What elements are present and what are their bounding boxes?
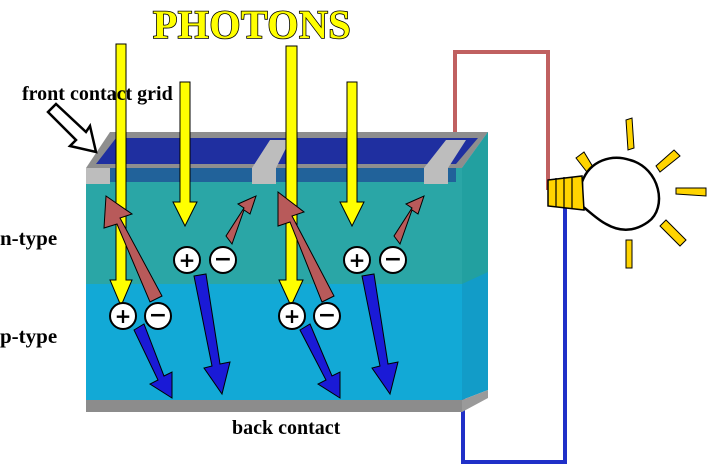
charge-pair: + − [343,246,407,274]
p-type-label: p-type [0,324,57,348]
light-ray [659,219,687,247]
photon-arrow [339,81,365,228]
front-contact-finger [252,168,276,184]
light-ray [625,117,635,151]
front-contact-finger [86,168,110,184]
charge-pairs: + − + − + − + − [109,246,407,330]
hole-charge [109,302,137,330]
electron-arrow [193,273,231,396]
hole-charge [278,302,306,330]
svg-text:−: − [318,303,336,328]
back-contact-label: back contact [232,417,341,439]
charge-pair: + − [109,302,172,330]
hole-arrow [225,195,257,246]
electron-charge [144,302,172,330]
light-ray [625,239,633,269]
electron-charge [209,246,237,274]
electron-arrow [361,273,399,396]
hole-charge [343,246,371,274]
front-contact-label: front contact grid [22,83,173,105]
light-ray [675,187,707,197]
light-bulb-icon [547,117,707,269]
wire-positive [453,50,550,190]
hole-arrow [277,190,335,303]
photons-title: PHOTONS [153,2,351,47]
photon-arrow [278,45,304,308]
electron-charge [313,302,341,330]
hole-arrow [103,195,163,303]
electron-charge [379,246,407,274]
photon-arrow [172,81,198,228]
charge-pair: + − [278,302,341,330]
photon-arrows [109,43,365,308]
electron-arrow [299,323,341,399]
electron-arrow [133,323,173,399]
hole-arrows [103,190,425,303]
light-ray [655,149,681,173]
bulb-glass [580,156,661,231]
arrow-pointer-icon [46,102,98,154]
svg-text:+: + [115,304,132,328]
hole-charge [173,246,201,274]
electron-arrows [133,273,399,399]
hole-arrow [393,195,425,246]
svg-text:+: + [349,248,366,272]
front-contact-finger [424,168,448,184]
svg-text:−: − [149,303,167,328]
n-type-label: n-type [0,226,57,250]
charge-pair: + − [173,246,237,274]
svg-text:+: + [284,304,301,328]
svg-text:−: − [214,247,232,272]
svg-text:+: + [179,248,196,272]
photon-arrow [109,43,133,308]
wire-negative [461,205,567,464]
svg-text:−: − [384,247,402,272]
bulb-base [547,175,585,211]
